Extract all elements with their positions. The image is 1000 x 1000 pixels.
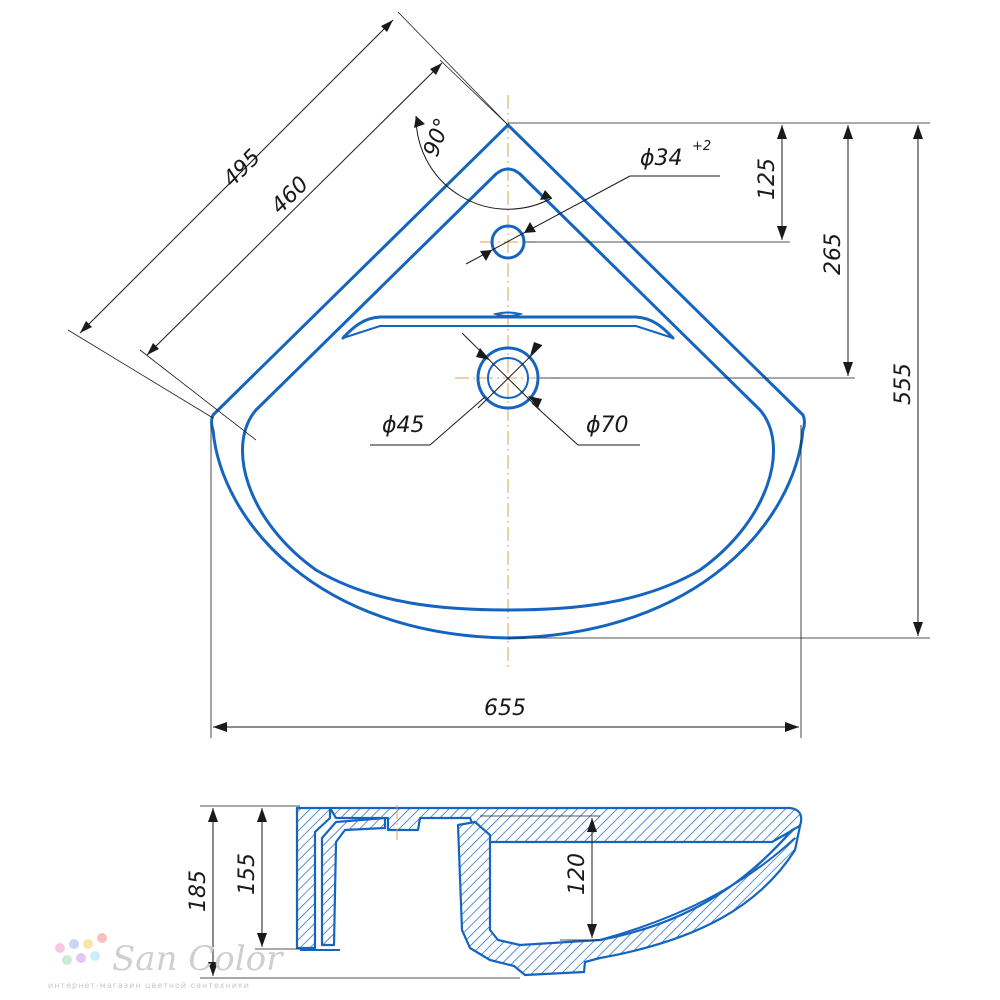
dim-text-655: 655	[484, 696, 526, 721]
dim-text-125: 125	[755, 158, 780, 200]
logo-dot-2	[69, 939, 79, 949]
drain-outer-ring	[476, 346, 540, 410]
dim-text-120: 120	[565, 853, 590, 895]
top-view: 495 460 90° ϕ34 +2 125 265 555 ϕ45 ϕ70 6…	[67, 11, 930, 738]
dim-text-555: 555	[891, 363, 916, 405]
overflow-slot	[492, 311, 524, 317]
tap-hole	[490, 224, 526, 260]
dim-line-460	[146, 62, 443, 356]
logo-dot-6	[76, 953, 86, 963]
logo-dot-1	[55, 943, 65, 953]
dim-text-495: 495	[219, 145, 266, 192]
logo-dot-7	[90, 951, 100, 961]
logo-dot-3	[83, 939, 93, 949]
dim-text-34: ϕ34	[640, 146, 683, 171]
section-inner-wall	[320, 816, 387, 947]
dim-leader-45	[461, 332, 541, 411]
dim-text-155: 155	[235, 853, 260, 895]
logo-dot-4	[97, 933, 107, 943]
dim-leader-70	[477, 344, 543, 409]
logo-tagline: интернет-магазин цветной сантехники	[48, 981, 250, 990]
basin-inner-bowl	[241, 167, 775, 612]
dim-line-495	[79, 19, 394, 334]
section-bowl-wall	[456, 820, 802, 977]
section-top-rim	[328, 806, 803, 844]
logo-name: San Color	[112, 939, 284, 979]
dim-leader-34	[465, 175, 631, 265]
dim-text-460: 460	[267, 172, 314, 219]
dim-text-70: ϕ70	[586, 413, 629, 438]
angle-arc	[415, 115, 553, 210]
dim-text-45: ϕ45	[382, 413, 425, 438]
logo-dot-5	[62, 955, 72, 965]
dim-text-34-tolerance: +2	[692, 139, 711, 154]
drain-inner-ring	[487, 357, 529, 399]
dim-text-265: 265	[821, 233, 846, 275]
overflow-shelf-edge	[342, 325, 674, 339]
dim-text-90: 90°	[419, 115, 456, 160]
section-bowl-curve	[599, 837, 796, 941]
side-section-view: 185 155 120	[186, 805, 803, 979]
san-color-logo: San Color интернет-магазин цветной санте…	[48, 933, 284, 990]
dim-text-185: 185	[186, 870, 211, 912]
